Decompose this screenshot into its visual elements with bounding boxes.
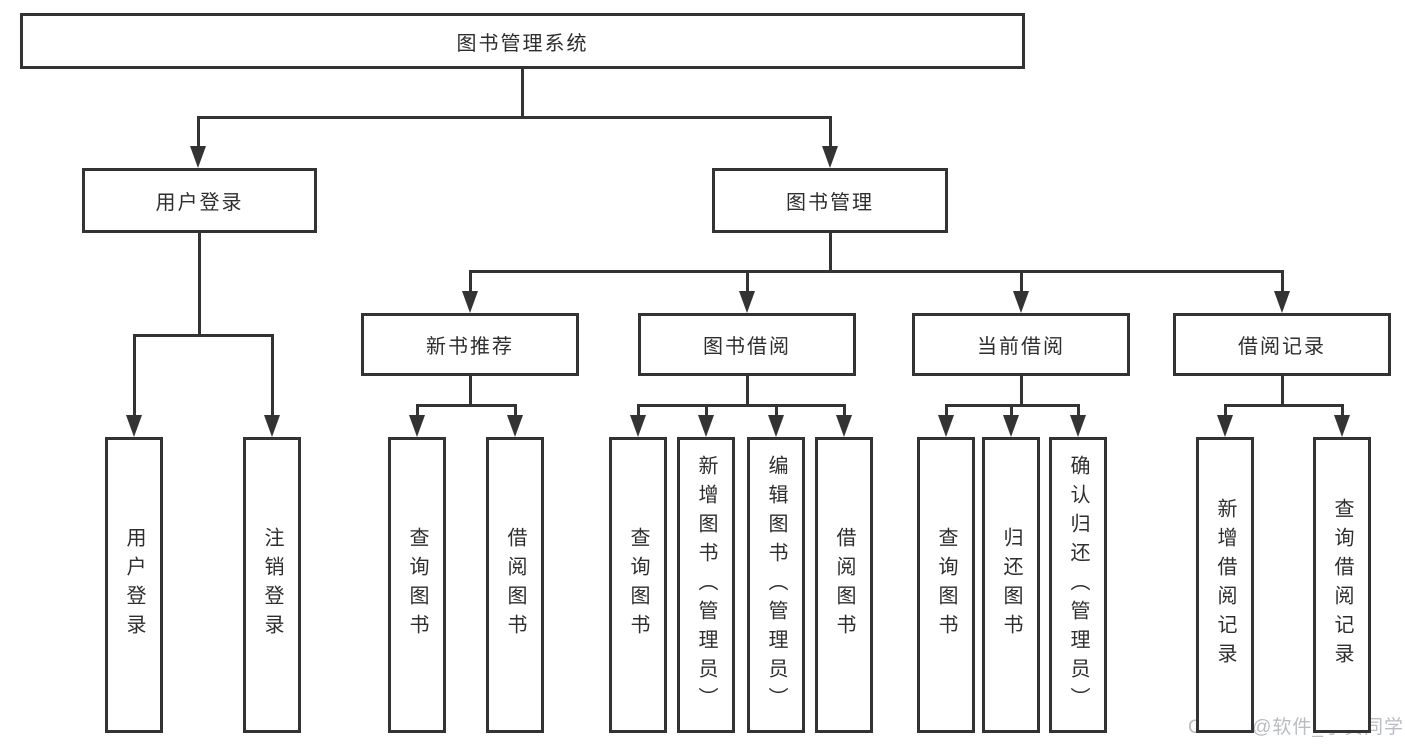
node-leaf-query-book-2: 查询图书 bbox=[609, 437, 667, 733]
edge-arrowhead-leaf-add-book bbox=[698, 415, 714, 437]
edge-arrowhead-user-login bbox=[190, 146, 206, 168]
edge-arrowhead-leaf-query-book-1 bbox=[409, 415, 425, 437]
node-book-borrow: 图书借阅 bbox=[638, 313, 856, 376]
edge-arrowhead-leaf-confirm-return bbox=[1070, 415, 1086, 437]
connector-line bbox=[520, 68, 524, 117]
node-label-leaf-add-borrow-record: 新增借阅记录 bbox=[1214, 498, 1236, 672]
edge-arrowhead-leaf-add-borrow-record bbox=[1217, 415, 1233, 437]
node-leaf-query-book-3: 查询图书 bbox=[917, 437, 975, 733]
node-leaf-borrow-book-1: 借阅图书 bbox=[486, 437, 544, 733]
node-borrow-records: 借阅记录 bbox=[1173, 313, 1391, 376]
edge-arrowhead-leaf-edit-book bbox=[768, 415, 784, 437]
node-leaf-query-borrow-record: 查询借阅记录 bbox=[1313, 437, 1371, 733]
edge-arrowhead-borrow-records bbox=[1274, 291, 1290, 313]
node-user-login: 用户登录 bbox=[82, 168, 317, 233]
connector-line bbox=[1019, 376, 1023, 405]
edge-arrowhead-new-book-rec bbox=[462, 291, 478, 313]
node-leaf-borrow-book-2: 借阅图书 bbox=[815, 437, 873, 733]
node-label-root: 图书管理系统 bbox=[456, 32, 589, 55]
connector-line bbox=[132, 333, 274, 337]
edge-arrowhead-leaf-borrow-book-1 bbox=[507, 415, 523, 437]
connector-line bbox=[197, 233, 201, 335]
node-root: 图书管理系统 bbox=[20, 13, 1025, 69]
edge-shaft-leaf-user-login bbox=[132, 335, 136, 417]
node-leaf-user-login: 用户登录 bbox=[105, 437, 163, 733]
connector-line bbox=[468, 376, 472, 405]
node-new-book-rec: 新书推荐 bbox=[361, 313, 579, 376]
node-label-leaf-query-book-3: 查询图书 bbox=[935, 527, 957, 643]
node-label-user-login: 用户登录 bbox=[155, 192, 244, 214]
node-leaf-add-book: 新增图书（管理员） bbox=[677, 437, 735, 733]
node-leaf-edit-book: 编辑图书（管理员） bbox=[747, 437, 805, 733]
edge-shaft-new-book-rec bbox=[468, 271, 472, 293]
edge-shaft-leaf-query-book-2 bbox=[636, 405, 640, 417]
node-label-leaf-add-book: 新增图书（管理员） bbox=[695, 454, 717, 716]
edge-shaft-leaf-confirm-return bbox=[1076, 405, 1080, 417]
edge-shaft-current-borrow bbox=[1019, 271, 1023, 293]
connector-line bbox=[415, 403, 517, 407]
edge-shaft-book-mgmt bbox=[828, 117, 832, 148]
edge-shaft-leaf-edit-book bbox=[774, 405, 778, 417]
edge-arrowhead-leaf-borrow-book-2 bbox=[836, 415, 852, 437]
edge-arrowhead-leaf-query-book-3 bbox=[938, 415, 954, 437]
connector-line bbox=[636, 403, 846, 407]
edge-shaft-book-borrow bbox=[745, 271, 749, 293]
node-current-borrow: 当前借阅 bbox=[912, 313, 1130, 376]
node-label-leaf-logout: 注销登录 bbox=[261, 527, 283, 643]
edge-shaft-leaf-query-book-3 bbox=[944, 405, 948, 417]
edge-shaft-borrow-records bbox=[1280, 271, 1284, 293]
edge-shaft-leaf-return-book bbox=[1009, 405, 1013, 417]
node-leaf-logout: 注销登录 bbox=[243, 437, 301, 733]
edge-arrowhead-book-borrow bbox=[739, 291, 755, 313]
connector-line bbox=[828, 233, 832, 271]
node-label-leaf-confirm-return: 确认归还（管理员） bbox=[1067, 454, 1089, 716]
edge-arrowhead-current-borrow bbox=[1013, 291, 1029, 313]
node-label-leaf-query-borrow-record: 查询借阅记录 bbox=[1331, 498, 1353, 672]
edge-shaft-leaf-borrow-book-1 bbox=[513, 405, 517, 417]
edge-shaft-leaf-query-borrow-record bbox=[1340, 405, 1344, 417]
node-label-new-book-rec: 新书推荐 bbox=[426, 336, 514, 358]
node-label-leaf-borrow-book-2: 借阅图书 bbox=[833, 527, 855, 643]
node-label-book-mgmt: 图书管理 bbox=[786, 192, 874, 214]
edge-shaft-leaf-logout bbox=[270, 335, 274, 417]
node-leaf-return-book: 归还图书 bbox=[982, 437, 1040, 733]
connector-line bbox=[196, 115, 832, 119]
node-leaf-add-borrow-record: 新增借阅记录 bbox=[1196, 437, 1254, 733]
node-leaf-confirm-return: 确认归还（管理员） bbox=[1049, 437, 1107, 733]
edge-shaft-leaf-borrow-book-2 bbox=[842, 405, 846, 417]
edge-shaft-user-login bbox=[196, 117, 200, 148]
connector-line bbox=[745, 376, 749, 405]
node-label-leaf-return-book: 归还图书 bbox=[1000, 527, 1022, 643]
edge-arrowhead-leaf-user-login bbox=[126, 415, 142, 437]
node-label-leaf-query-book-2: 查询图书 bbox=[627, 527, 649, 643]
node-leaf-query-book-1: 查询图书 bbox=[388, 437, 446, 733]
edge-arrowhead-leaf-query-book-2 bbox=[630, 415, 646, 437]
node-label-leaf-query-book-1: 查询图书 bbox=[406, 527, 428, 643]
edge-shaft-leaf-add-book bbox=[704, 405, 708, 417]
edge-arrowhead-book-mgmt bbox=[822, 146, 838, 168]
node-label-borrow-records: 借阅记录 bbox=[1238, 336, 1326, 358]
edge-shaft-leaf-query-book-1 bbox=[415, 405, 419, 417]
edge-shaft-leaf-add-borrow-record bbox=[1223, 405, 1227, 417]
edge-arrowhead-leaf-return-book bbox=[1003, 415, 1019, 437]
node-label-leaf-borrow-book-1: 借阅图书 bbox=[504, 527, 526, 643]
node-label-current-borrow: 当前借阅 bbox=[977, 336, 1065, 358]
node-label-leaf-user-login: 用户登录 bbox=[123, 527, 145, 643]
edge-arrowhead-leaf-logout bbox=[264, 415, 280, 437]
node-label-book-borrow: 图书借阅 bbox=[703, 336, 791, 358]
connector-line bbox=[1280, 376, 1284, 405]
node-label-leaf-edit-book: 编辑图书（管理员） bbox=[765, 454, 787, 716]
edge-arrowhead-leaf-query-borrow-record bbox=[1334, 415, 1350, 437]
connector-line bbox=[1223, 403, 1344, 407]
connector-line bbox=[468, 269, 1284, 273]
node-book-mgmt: 图书管理 bbox=[712, 168, 948, 233]
